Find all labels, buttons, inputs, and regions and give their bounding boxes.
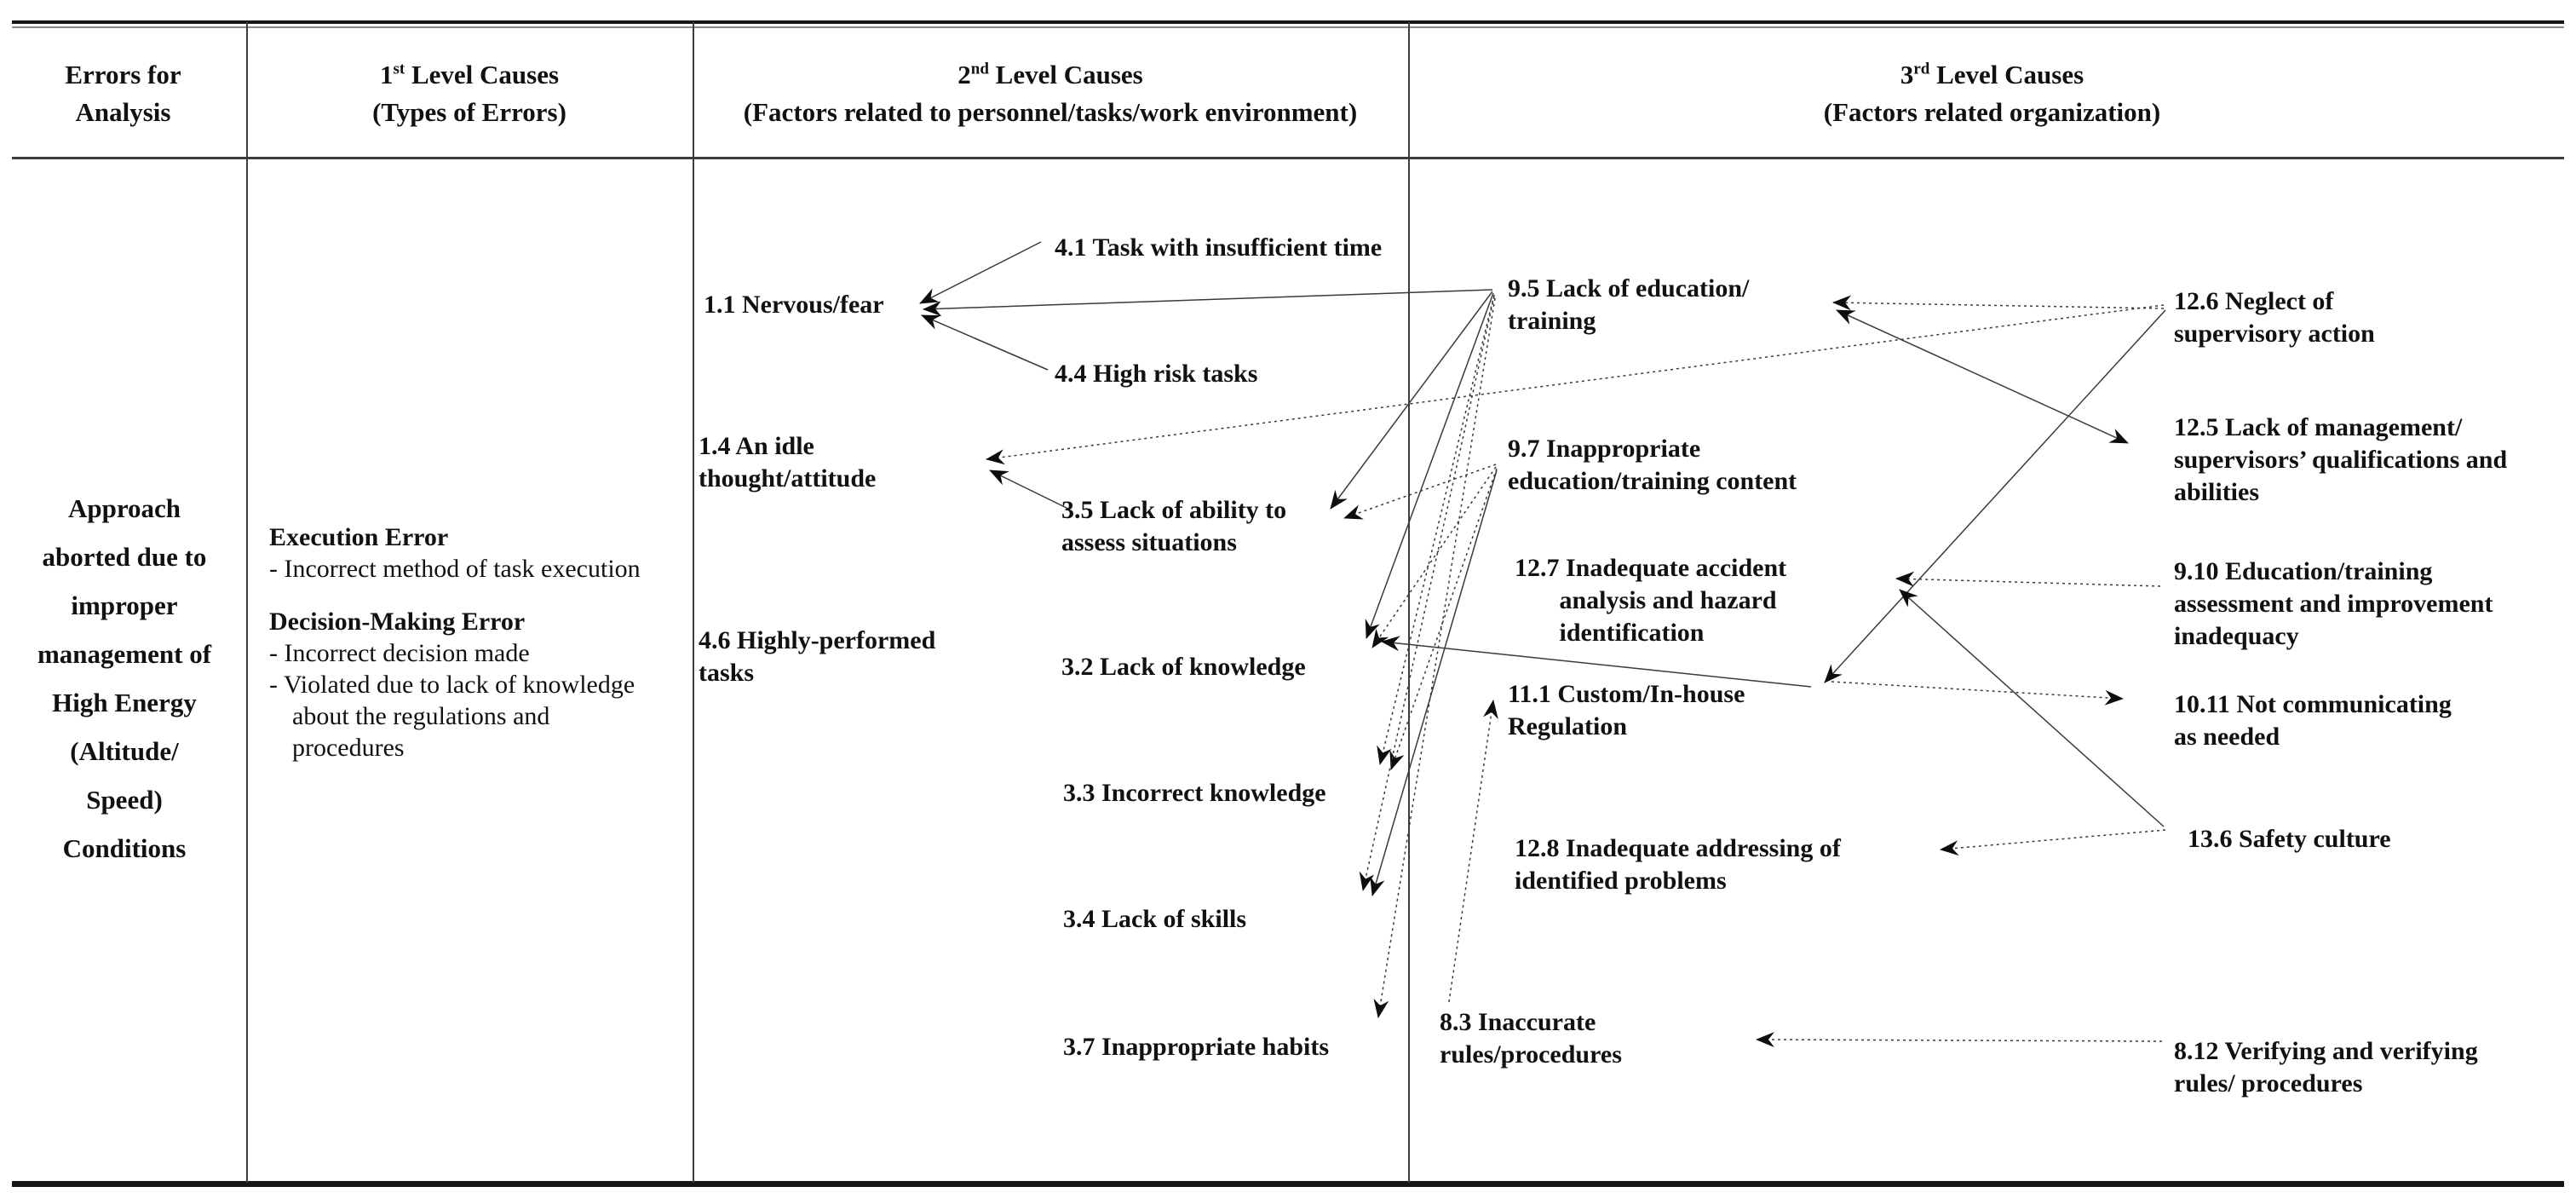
node-9-10: 9.10 Education/training assessment and i… [2174,557,2493,650]
table-bottom-rule [12,1181,2564,1187]
node-12-6: 12.6 Neglect of supervisory action [2174,287,2375,348]
decision-making-error-title: Decision-Making Error [269,608,526,636]
node-3-2: 3.2 Lack of knowledge [1061,653,1306,681]
node-12-7: 12.7 Inadequate accident analysis and ha… [1515,554,1787,647]
node-8-3: 8.3 Inaccurate rules/procedures [1440,1008,1622,1069]
node-13-6: 13.6 Safety culture [2188,825,2391,853]
table-top-rule-shadow [12,26,2564,28]
execution-error-title: Execution Error [269,523,449,551]
column-divider-1 [246,22,248,1183]
node-9-7: 9.7 Inappropriate education/training con… [1508,435,1797,495]
header-line2: (Types of Errors) [372,97,566,127]
node-10-11: 10.11 Not communicating as needed [2174,690,2452,751]
node-12-8: 12.8 Inadequate addressing of identified… [1515,834,1841,895]
node-8-12: 8.12 Verifying and verifying rules/ proc… [2174,1037,2478,1097]
node-9-5: 9.5 Lack of education/ training [1508,274,1750,335]
error-for-analysis-label: Approach aborted due to improper managem… [37,493,212,863]
header-line1: 1st Level Causes [379,60,560,89]
node-11-1: 11.1 Custom/In-house Regulation [1508,680,1745,740]
edge-13-6-to-12-8 [1940,829,2166,856]
node-3-5: 3.5 Lack of ability to assess situations [1061,496,1287,556]
header-line1: Errors for [65,60,181,89]
node-12-5: 12.5 Lack of management/ supervisors’ qu… [2174,413,2508,506]
edge-4-4-to-1-1 [921,314,1049,371]
node-3-4: 3.4 Lack of skills [1063,905,1247,933]
decision-making-error-item-1: - Incorrect decision made [269,639,530,667]
header-bottom-rule [12,157,2564,159]
table-top-rule [12,20,2564,24]
node-4-6: 4.6 Highly-performed tasks [699,626,936,687]
node-1-4: 1.4 An idle thought/attitude [699,432,877,493]
edge-9-5-to-3-7 [1373,297,1496,1018]
edge-9-10-to-12-7 [1895,571,2161,587]
edge-9-7-to-3-4 [1370,470,1498,896]
node-3-3: 3.3 Incorrect knowledge [1063,779,1326,807]
edge-9-7-to-3-2 [1371,466,1497,648]
column-divider-2 [693,22,694,1183]
header-third-level-causes: 3rd Level Causes (Factors related organi… [1408,56,2576,131]
edge-11-1-to-3-2 [1381,636,1812,688]
edge-9-5-to-1-1 [923,289,1493,317]
edge-9-5-to-12-5 [1836,309,2129,444]
decision-making-error-item-2: - Violated due to lack of knowledge abou… [269,671,635,762]
edge-4-1-to-1-1 [919,241,1042,304]
node-4-1: 4.1 Task with insufficient time [1055,233,1383,262]
edge-12-6-to-11-1 [1824,309,2166,683]
edge-9-5-to-3-2 [1365,292,1494,639]
edge-11-1-to-10-11 [1831,681,2124,706]
header-first-level-causes: 1st Level Causes (Types of Errors) [246,56,693,131]
execution-error-item: - Incorrect method of task execution [269,555,641,583]
column-divider-3 [1408,22,1410,1183]
header-errors-for-analysis: Errors for Analysis [0,56,246,131]
edge-8-12-to-8-3 [1756,1032,2163,1048]
edge-12-6-to-9-5 [1832,295,2165,311]
header-line2: (Factors related to personnel/tasks/work… [743,97,1358,127]
header-line2: (Factors related organization) [1823,97,2161,127]
edge-3-5-to-1-4 [989,470,1071,510]
node-3-7: 3.7 Inappropriate habits [1063,1033,1330,1061]
header-line2: Analysis [75,97,171,127]
edge-13-6-to-12-7 [1899,589,2165,827]
header-line1: 2nd Level Causes [957,60,1143,89]
edge-9-5-to-3-5 [1330,291,1493,510]
node-4-4: 4.4 High risk tasks [1055,360,1258,388]
header-second-level-causes: 2nd Level Causes (Factors related to per… [693,56,1408,131]
header-line1: 3rd Level Causes [1900,60,2084,89]
node-1-1: 1.1 Nervous/fear [704,291,884,319]
first-level-causes-cell: Execution Error - Incorrect method of ta… [269,521,642,763]
